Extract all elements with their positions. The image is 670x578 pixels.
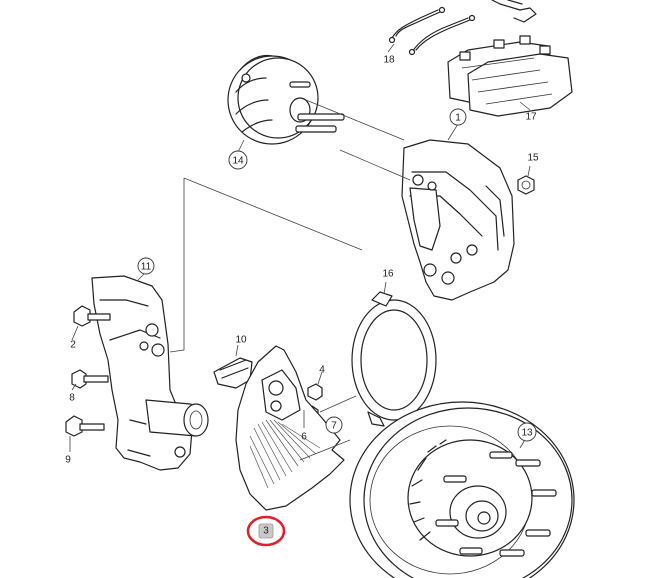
svg-text:14: 14 bbox=[232, 156, 244, 167]
callout-4[interactable]: 4 bbox=[319, 365, 325, 376]
callout-13[interactable]: 13 bbox=[517, 422, 537, 442]
svg-text:1: 1 bbox=[455, 113, 461, 124]
caliper-part bbox=[401, 139, 515, 301]
callout-labels: 1 2 3 4 6 7 8 9 10 11 13 14 15 16 17 bbox=[65, 55, 539, 547]
callout-8[interactable]: 8 bbox=[69, 393, 75, 404]
svg-text:7: 7 bbox=[331, 421, 337, 432]
svg-text:3: 3 bbox=[263, 526, 269, 537]
assembly-lines bbox=[69, 43, 531, 461]
steering-knuckle-part bbox=[91, 275, 209, 471]
brake-chamber-part bbox=[227, 54, 345, 145]
callout-14[interactable]: 14 bbox=[228, 150, 248, 170]
callout-2[interactable]: 2 bbox=[70, 340, 76, 351]
callout-7[interactable]: 7 bbox=[325, 416, 343, 434]
bolt-part-2 bbox=[73, 305, 111, 327]
callout-18[interactable]: 18 bbox=[383, 55, 395, 66]
callout-10[interactable]: 10 bbox=[235, 335, 247, 346]
callout-15[interactable]: 15 bbox=[527, 153, 539, 164]
brake-pads-part bbox=[447, 35, 573, 117]
callout-16[interactable]: 16 bbox=[382, 269, 394, 280]
callout-9[interactable]: 9 bbox=[65, 455, 71, 466]
bolt-part-15 bbox=[517, 175, 535, 195]
callout-3-highlighted[interactable]: 3 bbox=[246, 515, 286, 547]
part-3-tag bbox=[258, 523, 274, 539]
svg-text:13: 13 bbox=[521, 428, 533, 439]
highlight-ring bbox=[246, 515, 286, 547]
seal-ring-part bbox=[351, 291, 437, 427]
bolt-part-8 bbox=[71, 369, 109, 389]
dust-shield-part bbox=[235, 345, 345, 511]
rotor-hub-part bbox=[349, 401, 575, 578]
retaining-springs-part bbox=[388, 0, 537, 56]
callout-11[interactable]: 11 bbox=[137, 257, 155, 275]
svg-text:11: 11 bbox=[141, 262, 152, 273]
bolt-part-9 bbox=[65, 415, 105, 437]
callout-6[interactable]: 6 bbox=[301, 432, 307, 443]
callout-17[interactable]: 17 bbox=[525, 112, 537, 123]
callout-1[interactable]: 1 bbox=[449, 108, 467, 126]
bolt-part-4 bbox=[307, 383, 323, 401]
